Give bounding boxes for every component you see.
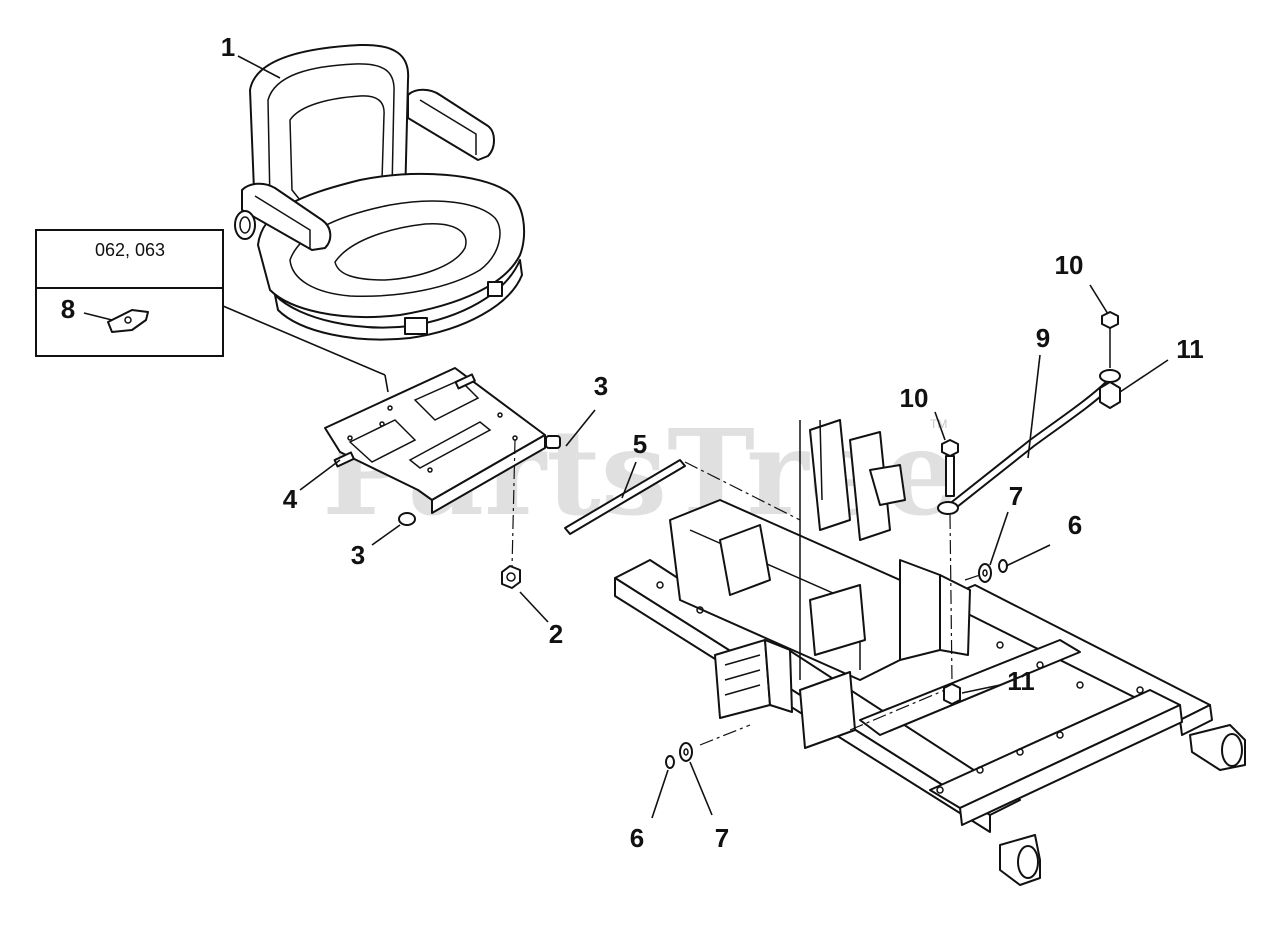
bolt-left[interactable]: [941, 439, 959, 497]
callout-3-right[interactable]: 3: [594, 371, 608, 401]
callout-5[interactable]: 5: [633, 429, 647, 459]
callout-6-bottom[interactable]: 6: [630, 823, 644, 853]
seat-plate[interactable]: [324, 367, 546, 514]
callout-10-top[interactable]: 10: [1055, 250, 1084, 280]
callout-3-left[interactable]: 3: [351, 540, 365, 570]
mower-frame[interactable]: [614, 419, 1246, 886]
callout-8[interactable]: 8: [61, 294, 75, 324]
callout-4[interactable]: 4: [283, 484, 298, 514]
nut-mid[interactable]: [943, 683, 961, 705]
clip-right[interactable]: [998, 559, 1008, 573]
nut-top[interactable]: [1099, 381, 1121, 409]
callout-11-top[interactable]: 11: [1176, 334, 1204, 364]
callout-7-bottom[interactable]: 7: [715, 823, 729, 853]
spacer-left[interactable]: [398, 512, 416, 526]
seat[interactable]: [234, 43, 526, 341]
callout-9[interactable]: 9: [1036, 323, 1050, 353]
callout-11-mid[interactable]: 11: [1007, 666, 1035, 696]
latch-clip[interactable]: [107, 309, 149, 333]
inset-model-label: 062, 063: [95, 240, 165, 260]
inset-box: 062, 063 8: [35, 229, 224, 357]
bolt-top[interactable]: [1101, 311, 1119, 368]
clip-bottom[interactable]: [665, 755, 675, 769]
callout-7-right[interactable]: 7: [1009, 481, 1023, 511]
callout-10-left[interactable]: 10: [900, 383, 929, 413]
callout-1[interactable]: 1: [221, 32, 235, 62]
washer-bottom[interactable]: [679, 742, 693, 762]
washer-right[interactable]: [978, 563, 992, 583]
callout-6-right[interactable]: 6: [1068, 510, 1082, 540]
callout-2[interactable]: 2: [549, 619, 563, 649]
spacer-right[interactable]: [545, 435, 561, 449]
nut-bottom[interactable]: [501, 565, 521, 589]
link-rod[interactable]: [937, 369, 1121, 515]
rod[interactable]: [564, 459, 801, 535]
